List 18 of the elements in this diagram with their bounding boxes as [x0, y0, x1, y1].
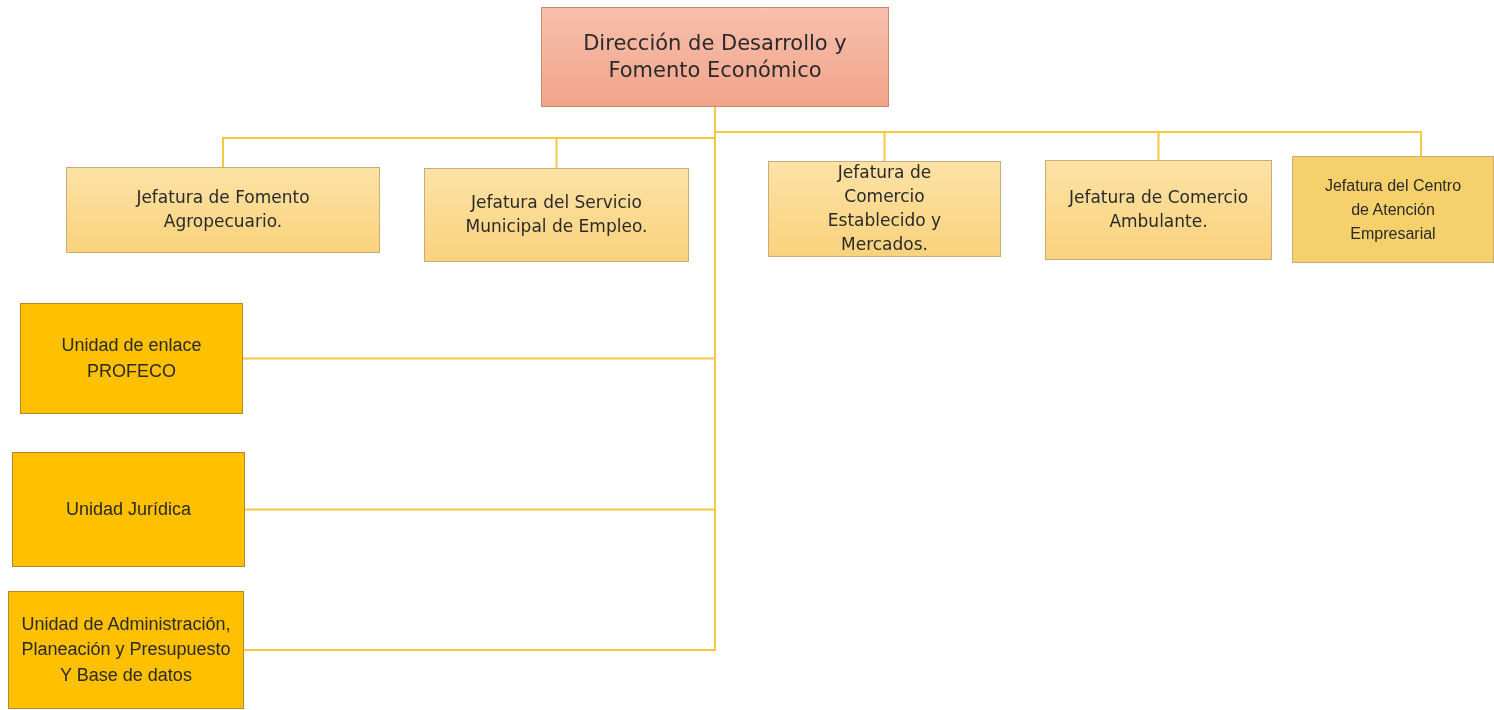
department-box [1045, 160, 1272, 260]
department-box [768, 161, 1001, 257]
box-label: Jefatura de Comercio Ambulante. [1067, 186, 1250, 233]
box-label: Unidad de Administración, Planeación y Presupuesto Y Base de datos [20, 613, 232, 687]
director-box [541, 7, 889, 107]
box-label: Jefatura del Servicio Municipal de Empleo. [464, 191, 649, 238]
box-label: Jefatura de Comercio Establecido y Mercados. [826, 161, 943, 256]
department-box [66, 167, 380, 253]
box-label: Dirección de Desarrollo y Fomento Económico [582, 29, 848, 84]
department-box [1292, 156, 1494, 263]
unit-box [8, 591, 244, 709]
unit-box [12, 452, 245, 567]
box-label: Unidad Jurídica [65, 497, 192, 521]
box-label: Jefatura de Fomento Agropecuario. [134, 186, 311, 233]
box-label: Unidad de enlace PROFECO [60, 334, 203, 383]
box-label: Jefatura del Centro de Atención Empresarial [1323, 175, 1463, 244]
unit-box [20, 303, 243, 414]
department-box [424, 168, 689, 262]
